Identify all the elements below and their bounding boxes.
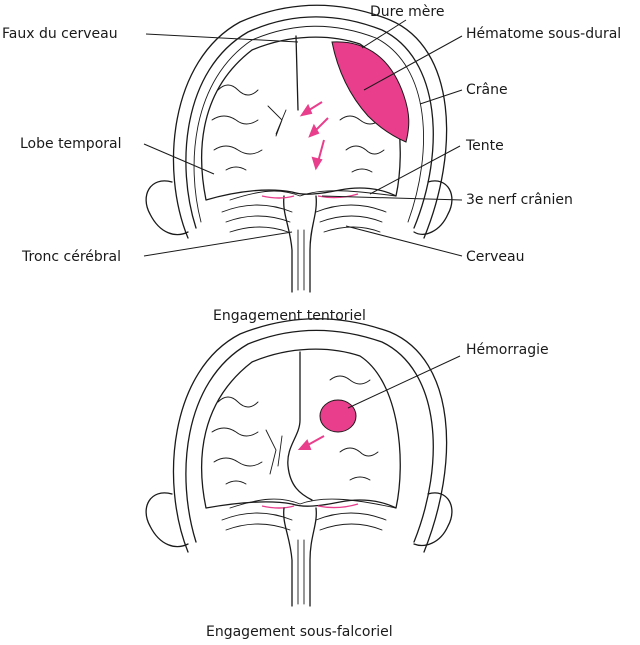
leader-lobe-temporal (143, 143, 215, 175)
bottom-head-illustration (145, 318, 453, 607)
label-lobe-temporal: Lobe temporal (20, 136, 122, 152)
top-left-ear (145, 180, 189, 236)
label-tronc: Tronc cérébral (21, 249, 121, 265)
bottom-tentorium (229, 498, 397, 509)
top-right-ear (413, 180, 453, 235)
caption-top: Engagement tentoriel (213, 308, 366, 324)
top-third-cranial-nerve (261, 193, 359, 199)
leader-dure-mere (361, 19, 407, 49)
top-skull-inner (185, 16, 434, 229)
leader-nerf (321, 195, 463, 201)
leader-tente (369, 145, 461, 195)
bottom-arrow-head (297, 439, 312, 450)
top-arrow-3-head (311, 156, 323, 171)
caption-bottom: Engagement sous-falcoriel (206, 624, 393, 640)
bottom-gyri-right (329, 375, 379, 481)
bottom-left-ear (145, 492, 189, 548)
bottom-brainstem (283, 507, 317, 607)
top-herniation-arrows (299, 101, 329, 171)
top-ventricles (267, 105, 287, 137)
hemorrhage (319, 399, 357, 433)
top-arrow-1-head (299, 103, 313, 117)
label-crane: Crâne (466, 82, 508, 98)
top-cerebellum (221, 204, 387, 233)
label-nerf: 3e nerf crânien (466, 192, 573, 208)
label-faux-du-cerveau: Faux du cerveau (2, 26, 118, 42)
bottom-third-cranial-nerve (261, 503, 359, 509)
bottom-herniation-arrow (297, 435, 325, 450)
top-head-illustration (145, 4, 453, 293)
top-spinal-cord-lines (297, 229, 305, 291)
top-gyri-right (339, 115, 385, 173)
leader-crane (419, 89, 463, 105)
bottom-skull-inner (185, 329, 434, 543)
top-dura-mater (193, 25, 424, 223)
leader-faux-du-cerveau (145, 33, 299, 43)
label-dure-mere: Dure mère (370, 4, 444, 20)
bottom-spinal-cord-lines (297, 539, 305, 605)
bottom-ventricles (265, 429, 283, 475)
top-leader-lines (143, 19, 463, 257)
top-tentorium (229, 190, 397, 201)
label-cerveau: Cerveau (466, 249, 525, 265)
bottom-skull-outer (172, 318, 448, 553)
leader-tronc (143, 231, 293, 257)
bottom-right-ear (413, 492, 453, 547)
leader-cerveau (345, 225, 463, 257)
label-hemorragie: Hémorragie (466, 342, 549, 358)
bottom-cerebellum (221, 512, 387, 531)
top-brainstem (283, 195, 317, 293)
top-arrow-3 (317, 139, 325, 163)
top-falx (295, 35, 299, 111)
bottom-cerebrum-outline (201, 348, 401, 509)
label-hematome: Hématome sous-dural (466, 26, 621, 42)
bottom-gyri-left (211, 396, 263, 485)
leader-hematome (363, 35, 463, 91)
top-skull-outer (172, 4, 448, 239)
leader-hemorragie (347, 355, 461, 409)
top-gyri-left (211, 84, 263, 171)
label-tente: Tente (465, 138, 504, 154)
top-arrow-2-head (308, 123, 320, 138)
bottom-falx-shifted (287, 351, 313, 501)
subdural-hematoma (331, 41, 410, 143)
